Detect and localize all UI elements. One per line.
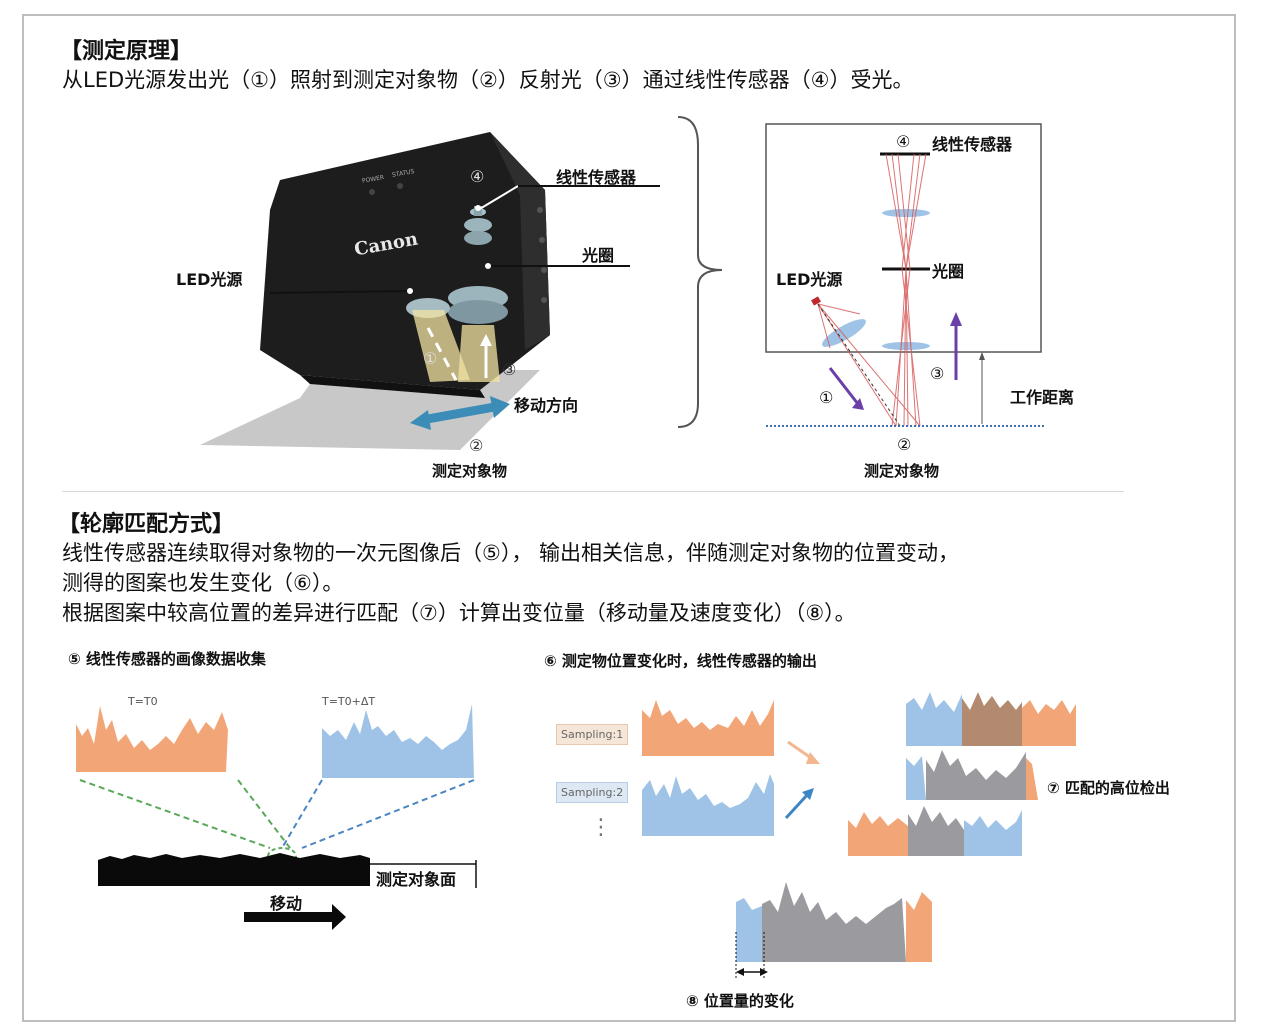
matching-line-3: 根据图案中较高位置的差异进行匹配（⑦）计算出变位量（移动量及速度变化）（⑧）。: [62, 601, 856, 625]
num-3-left: ③: [502, 360, 517, 379]
matching-title: 【轮廓匹配方式】: [58, 512, 235, 537]
linear-sensor-label: 线性传感器: [556, 168, 637, 187]
panel6-graphic: [642, 692, 1076, 978]
sampling-1-signal: [642, 700, 774, 756]
device-diagram: [200, 132, 660, 450]
optics-led-label: LED光源: [776, 270, 843, 289]
led-source-label: LED光源: [176, 270, 243, 289]
shift-label: ⑧ 位置量的变化: [686, 992, 794, 1010]
aperture-label: 光圈: [582, 246, 615, 265]
panel5-title: ⑤ 线性传感器的画像数据收集: [68, 650, 266, 668]
working-distance-label: 工作距离: [1010, 388, 1075, 407]
sampling-2-tag: Sampling:2: [556, 782, 629, 803]
object-label-right: 测定对象物: [864, 462, 940, 480]
optics-diagram: [765, 123, 1046, 427]
section-divider: [62, 491, 1124, 492]
num-2-right: ②: [897, 435, 912, 454]
matching-line-2: 测得的图案也发生变化（⑥）。: [62, 571, 344, 595]
num-4-right: ④: [896, 132, 911, 151]
sensor-housing-box: [765, 123, 1042, 353]
figure-frame: [22, 14, 1236, 1022]
principle-title: 【测定原理】: [60, 39, 193, 64]
panel5-graphic: [76, 704, 477, 930]
matching-line-1: 线性传感器连续取得对象物的一次元图像后（⑤）， 输出相关信息，伴随测定对象物的位…: [62, 541, 959, 565]
sampling-2-signal: [642, 774, 774, 836]
move-label: 移动: [270, 894, 303, 913]
t1-label: T=T0+ΔT: [322, 695, 376, 708]
match-detect-label: ⑦ 匹配的高位检出: [1047, 779, 1170, 797]
num-3-right: ③: [930, 364, 945, 383]
led-beam: [412, 310, 470, 382]
t0-label: T=T0: [128, 695, 158, 708]
optics-aperture-label: 光圈: [932, 262, 965, 281]
num-2-left: ②: [469, 436, 484, 455]
reflected-beam: [458, 325, 500, 382]
principle-description: 从LED光源发出光（①）照射到测定对象物（②）反射光（③）通过线性传感器（④）受…: [62, 68, 914, 92]
optics-sensor-label: 线性传感器: [932, 135, 1013, 154]
curly-brace: [677, 116, 723, 428]
sampling-1-tag: Sampling:1: [556, 724, 629, 745]
sampling-ellipsis: ⋮: [590, 815, 612, 840]
signal-t1: [322, 704, 474, 778]
signal-t0: [76, 706, 228, 772]
num-1-left: ①: [423, 349, 438, 368]
measured-surface-label: 测定对象面: [376, 870, 457, 889]
measured-surface-bar: [98, 860, 370, 886]
num-1-right: ①: [819, 388, 834, 407]
num-4-left: ④: [470, 167, 485, 186]
move-direction-label: 移动方向: [514, 396, 579, 415]
object-label-left: 测定对象物: [432, 462, 508, 480]
panel6-title: ⑥ 测定物位置变化时，线性传感器的输出: [544, 652, 817, 670]
